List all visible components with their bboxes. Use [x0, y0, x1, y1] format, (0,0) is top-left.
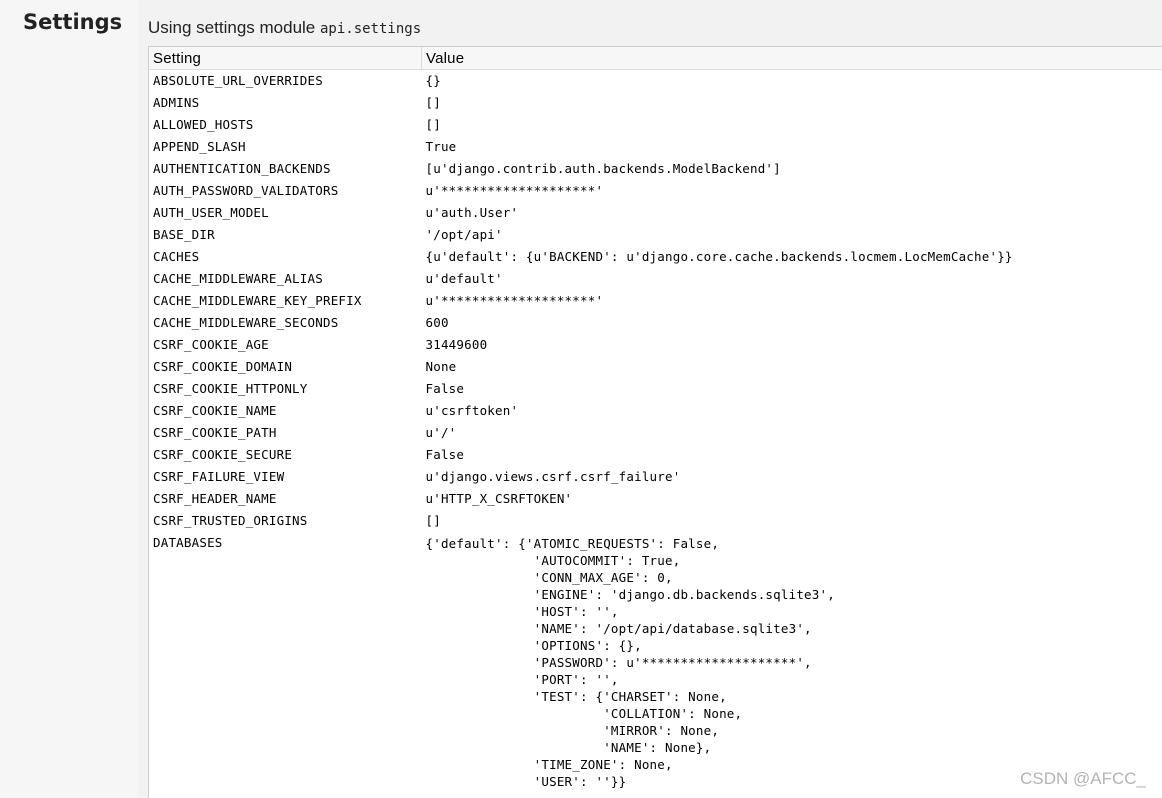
setting-value: u'auth.User' [422, 202, 1162, 224]
setting-value: u'********************' [422, 290, 1162, 312]
setting-key: ALLOWED_HOSTS [149, 114, 422, 136]
setting-key: CACHE_MIDDLEWARE_KEY_PREFIX [149, 290, 422, 312]
setting-value: u'django.views.csrf.csrf_failure' [422, 466, 1162, 488]
setting-value: u'********************' [422, 180, 1162, 202]
settings-rows: ABSOLUTE_URL_OVERRIDES{}ADMINS[]ALLOWED_… [149, 70, 1162, 791]
header-setting: Setting [149, 47, 422, 70]
setting-key: AUTHENTICATION_BACKENDS [149, 158, 422, 180]
header-value: Value [422, 47, 1162, 70]
table-row: ABSOLUTE_URL_OVERRIDES{} [149, 70, 1162, 93]
setting-key: CACHES [149, 246, 422, 268]
setting-value: [] [422, 114, 1162, 136]
table-row: ADMINS[] [149, 92, 1162, 114]
setting-value: u'default' [422, 268, 1162, 290]
setting-value: u'/' [422, 422, 1162, 444]
setting-value: {} [422, 70, 1162, 93]
setting-key: CSRF_COOKIE_AGE [149, 334, 422, 356]
setting-value: False [422, 444, 1162, 466]
setting-value: None [422, 356, 1162, 378]
setting-key: CSRF_COOKIE_PATH [149, 422, 422, 444]
setting-key: CSRF_COOKIE_DOMAIN [149, 356, 422, 378]
table-row: CACHES{u'default': {u'BACKEND': u'django… [149, 246, 1162, 268]
setting-value: 600 [422, 312, 1162, 334]
module-prefix: Using settings module [148, 18, 320, 37]
setting-key: AUTH_USER_MODEL [149, 202, 422, 224]
setting-value: {'default': {'ATOMIC_REQUESTS': False, '… [422, 532, 1162, 790]
settings-table: Setting Value ABSOLUTE_URL_OVERRIDES{}AD… [149, 47, 1162, 790]
table-row-databases: DATABASES{'default': {'ATOMIC_REQUESTS':… [149, 532, 1162, 790]
module-info: Using settings module api.settings [148, 18, 421, 38]
setting-value: '/opt/api' [422, 224, 1162, 246]
setting-value: u'csrftoken' [422, 400, 1162, 422]
setting-key: CSRF_TRUSTED_ORIGINS [149, 510, 422, 532]
setting-key: AUTH_PASSWORD_VALIDATORS [149, 180, 422, 202]
setting-value: False [422, 378, 1162, 400]
table-row: CSRF_TRUSTED_ORIGINS[] [149, 510, 1162, 532]
setting-key: APPEND_SLASH [149, 136, 422, 158]
setting-key: BASE_DIR [149, 224, 422, 246]
setting-value: u'HTTP_X_CSRFTOKEN' [422, 488, 1162, 510]
setting-value: [] [422, 510, 1162, 532]
setting-value: [u'django.contrib.auth.backends.ModelBac… [422, 158, 1162, 180]
table-row: BASE_DIR'/opt/api' [149, 224, 1162, 246]
module-name: api.settings [320, 21, 421, 37]
setting-key: CSRF_COOKIE_SECURE [149, 444, 422, 466]
setting-value: {u'default': {u'BACKEND': u'django.core.… [422, 246, 1162, 268]
settings-table-container: Setting Value ABSOLUTE_URL_OVERRIDES{}AD… [148, 46, 1162, 798]
setting-value: 31449600 [422, 334, 1162, 356]
setting-key: CACHE_MIDDLEWARE_SECONDS [149, 312, 422, 334]
setting-key: ADMINS [149, 92, 422, 114]
setting-key: CSRF_COOKIE_NAME [149, 400, 422, 422]
setting-value: [] [422, 92, 1162, 114]
setting-value: True [422, 136, 1162, 158]
setting-key: CSRF_FAILURE_VIEW [149, 466, 422, 488]
setting-key: CSRF_COOKIE_HTTPONLY [149, 378, 422, 400]
table-header-row: Setting Value [149, 47, 1162, 70]
watermark: CSDN @AFCC_ [1020, 769, 1146, 789]
setting-key: CSRF_HEADER_NAME [149, 488, 422, 510]
setting-key: CACHE_MIDDLEWARE_ALIAS [149, 268, 422, 290]
table-row: AUTHENTICATION_BACKENDS[u'django.contrib… [149, 158, 1162, 180]
table-row: ALLOWED_HOSTS[] [149, 114, 1162, 136]
setting-key: DATABASES [149, 532, 422, 790]
setting-key: ABSOLUTE_URL_OVERRIDES [149, 70, 422, 93]
section-title: Settings [23, 10, 122, 34]
